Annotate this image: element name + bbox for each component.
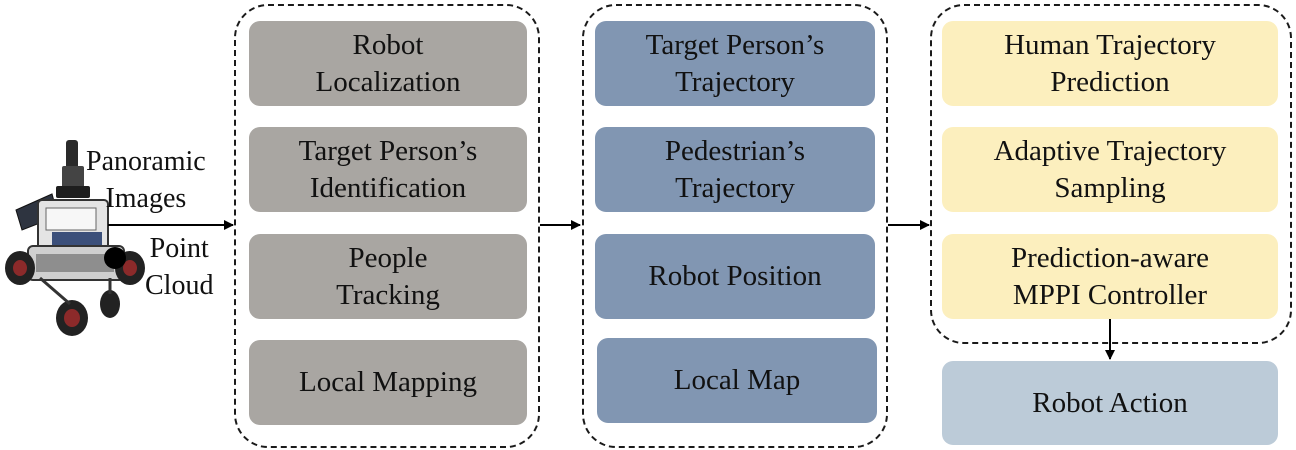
label-point-cloud: Point Cloud — [145, 233, 214, 301]
label-panoramic-images: Panoramic Images — [86, 146, 206, 214]
planning-group — [930, 4, 1292, 344]
perception-group — [234, 4, 540, 448]
robot-position-box: Robot Position — [595, 234, 875, 319]
human-prediction-box: Human Trajectory Prediction — [942, 21, 1278, 106]
pedestrian-trajectory-box: Pedestrian’s Trajectory — [595, 127, 875, 212]
sensor-dot — [104, 247, 126, 269]
target-identification-box: Target Person’s Identification — [249, 127, 527, 212]
robot-action-box: Robot Action — [942, 361, 1278, 445]
adaptive-sampling-box: Adaptive Trajectory Sampling — [942, 127, 1278, 212]
local-map-box: Local Map — [597, 338, 877, 423]
target-trajectory-box: Target Person’s Trajectory — [595, 21, 875, 106]
robot-illustration — [5, 140, 145, 336]
robot-localization-box: Robot Localization — [249, 21, 527, 106]
local-mapping-box: Local Mapping — [249, 340, 527, 425]
mppi-controller-box: Prediction-aware MPPI Controller — [942, 234, 1278, 319]
people-tracking-box: People Tracking — [249, 234, 527, 319]
state-group — [582, 4, 888, 448]
